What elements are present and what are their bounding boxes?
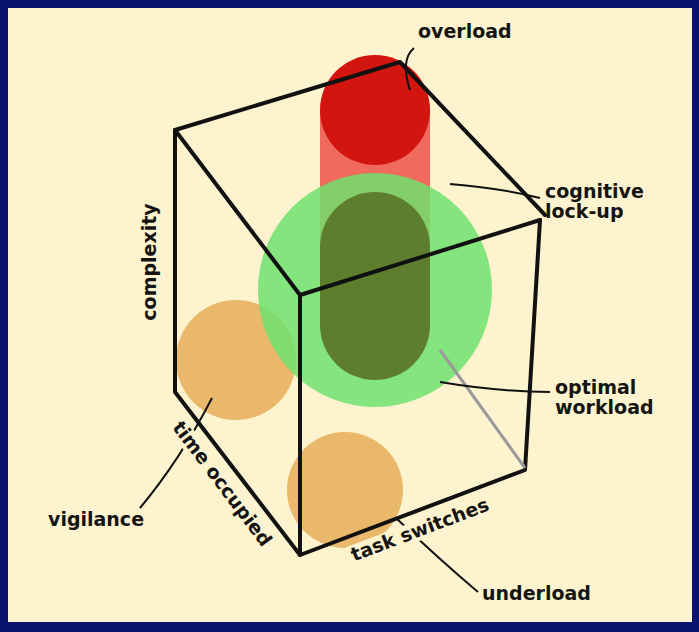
leader-line [406, 48, 414, 90]
underload-zone [287, 432, 403, 548]
leader-lines [140, 48, 550, 592]
cube-edge [175, 62, 545, 215]
background-panel [8, 8, 692, 622]
cube-edge [298, 295, 302, 555]
zone-label: vigilance [48, 510, 144, 530]
leader-line [450, 184, 540, 198]
cube-edge [175, 130, 540, 295]
hidden-edge [440, 350, 525, 468]
zone-label: cognitive lock-up [545, 182, 670, 222]
zone-label: optimal workload [555, 378, 680, 418]
zone-label: underload [482, 584, 591, 604]
zone-label: overload [418, 22, 512, 42]
leader-line [440, 382, 550, 392]
axis-label: complexity [140, 203, 160, 320]
lock-up-overlap [320, 192, 430, 380]
